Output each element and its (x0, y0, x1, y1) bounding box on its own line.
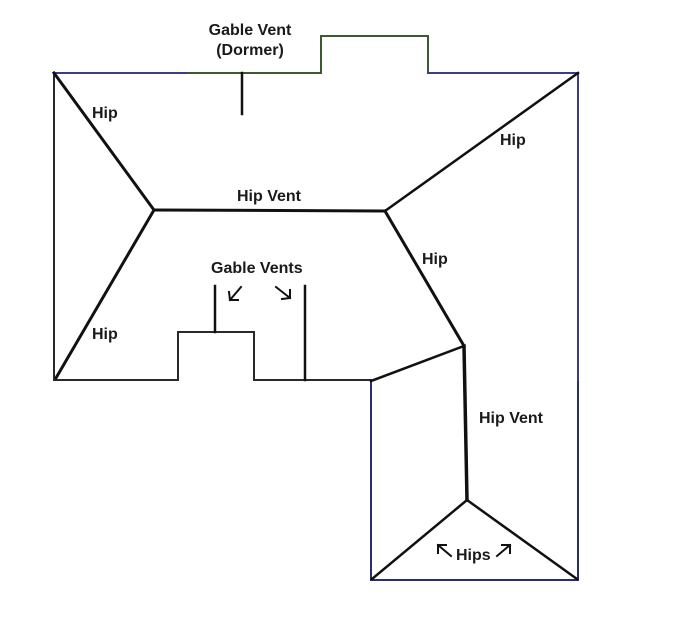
hip-line-top-right (383, 71, 580, 213)
label-hip-vent-right: Hip Vent (479, 410, 544, 427)
dormer-outline (187, 35, 429, 74)
hip-vent-ridge-top (152, 208, 387, 213)
hip-line-bottom-wing-left (370, 498, 469, 581)
label-hip-vent-top: Hip Vent (237, 188, 302, 205)
arrow-icon-gable-right (274, 285, 292, 301)
hip-line-bottom-left (53, 207, 157, 381)
label-hip-mid-right: Hip (422, 251, 448, 268)
hip-line-top-left (51, 70, 157, 213)
label-gable-vent-dormer-line2: (Dormer) (216, 42, 284, 59)
label-hip-bottom-left: Hip (92, 326, 118, 343)
label-gable-vent-dormer: Gable Vent (Dormer) (190, 21, 310, 61)
arrow-icon-hips-left (436, 543, 453, 558)
hip-line-mid-right (382, 208, 467, 349)
label-hip-top-left: Hip (92, 105, 118, 122)
hip-line-bottom-wing-right (465, 498, 579, 581)
valley-line (369, 344, 466, 383)
label-gable-vent-dormer-line1: Gable Vent (208, 22, 292, 39)
arrow-icon-hips-right (495, 543, 512, 558)
label-hips: Hips (456, 547, 491, 564)
roof-outline-top-right (427, 72, 579, 383)
hip-vent-ridge-right (462, 344, 469, 502)
arrow-icon-gable-left (227, 285, 243, 302)
label-gable-vents: Gable Vents (211, 260, 303, 277)
roof-outline-right-lower (370, 379, 579, 581)
label-hip-top-right: Hip (500, 132, 526, 149)
